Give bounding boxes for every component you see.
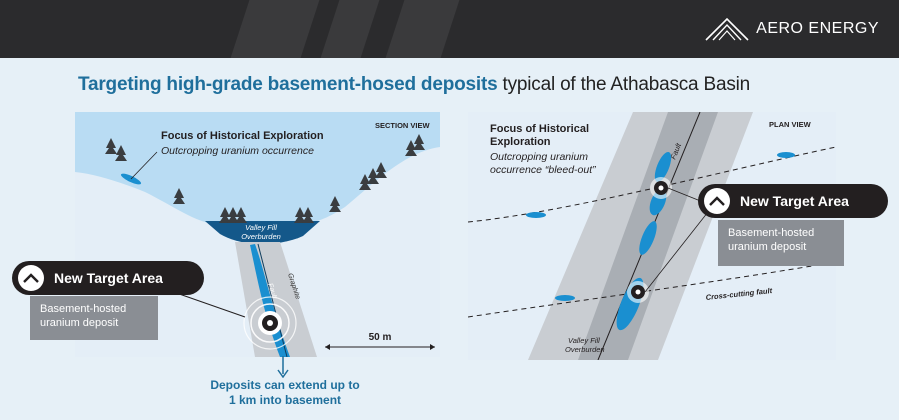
ore-pod — [654, 151, 672, 183]
fault-label: Fault — [266, 282, 278, 300]
depth-note: Deposits can extend up to 1 km into base… — [195, 378, 375, 408]
ore-pod — [777, 152, 795, 158]
company-logo: AERO ENERGY — [704, 16, 879, 42]
plan-target-center — [658, 185, 664, 191]
trees — [105, 134, 425, 223]
arrow-down-icon — [277, 356, 289, 378]
header-stripe — [230, 0, 320, 58]
bleed-out-occurrence — [526, 212, 546, 218]
section-view-diagram: Valley Fill Overburden Fault Graphite SE… — [75, 112, 440, 357]
plan-target-infobox: Basement-hosted uranium deposit — [718, 220, 844, 266]
section-new-target-callout: New Target Area — [12, 261, 204, 295]
target-center — [267, 320, 273, 326]
header-bar: AERO ENERGY — [0, 0, 899, 58]
outcrop-leader-line — [130, 151, 158, 180]
valley-fill-label-1: Valley Fill — [245, 223, 277, 232]
ore-pod — [639, 221, 657, 255]
section-focus-title: Focus of Historical Exploration — [161, 130, 324, 142]
plan-target-center — [635, 289, 641, 295]
target-ring — [243, 296, 297, 350]
section-target-title: New Target Area — [54, 270, 163, 286]
plan-target-title: New Target Area — [740, 193, 849, 209]
plan-focus-title-1: Focus of Historical — [490, 123, 589, 135]
section-view-label: SECTION VIEW — [375, 121, 431, 130]
logo-mark-icon — [705, 17, 749, 41]
section-focus-subtitle: Outcropping uranium occurrence — [161, 145, 314, 157]
header-stripe — [320, 0, 380, 58]
plan-focus-sub-1: Outcropping uranium — [490, 151, 588, 163]
valley-fill-label-2: Overburden — [241, 232, 281, 241]
plan-focus-title-2: Exploration — [490, 136, 551, 148]
plan-valley-fill-2: Overburden — [565, 345, 605, 354]
title-rest: typical of the Athabasca Basin — [497, 74, 751, 95]
section-target-infobox: Basement-hosted uranium deposit — [30, 296, 158, 340]
plan-valley-fill-1: Valley Fill — [568, 336, 600, 345]
page-title: Targeting high-grade basement-hosed depo… — [78, 74, 750, 96]
header-stripe — [385, 0, 460, 58]
logo-mark-icon — [18, 265, 44, 291]
logo-text: AERO ENERGY — [756, 20, 879, 37]
plan-focus-sub-2: occurrence “bleed-out” — [490, 164, 596, 176]
logo-mark-icon — [704, 188, 730, 214]
title-bold: Targeting high-grade basement-hosed depo… — [78, 74, 498, 95]
plan-target-desc-2: uranium deposit — [728, 241, 807, 253]
target-ring — [250, 303, 290, 343]
section-target-desc-2: uranium deposit — [40, 317, 119, 329]
plan-new-target-callout: New Target Area — [698, 184, 888, 218]
depth-note-line-2: 1 km into basement — [228, 393, 342, 407]
plan-target-desc-1: Basement-hosted — [728, 227, 815, 239]
plan-leader-line — [644, 211, 709, 293]
plan-view-label: PLAN VIEW — [769, 120, 812, 129]
valley-fill-overburden — [205, 221, 320, 244]
sky-area — [75, 112, 440, 224]
scale-label: 50 m — [369, 332, 392, 343]
section-target-desc-1: Basement-hosted — [40, 303, 127, 315]
ore-pod — [555, 295, 575, 301]
depth-note-line-1: Deposits can extend up to — [210, 378, 360, 392]
